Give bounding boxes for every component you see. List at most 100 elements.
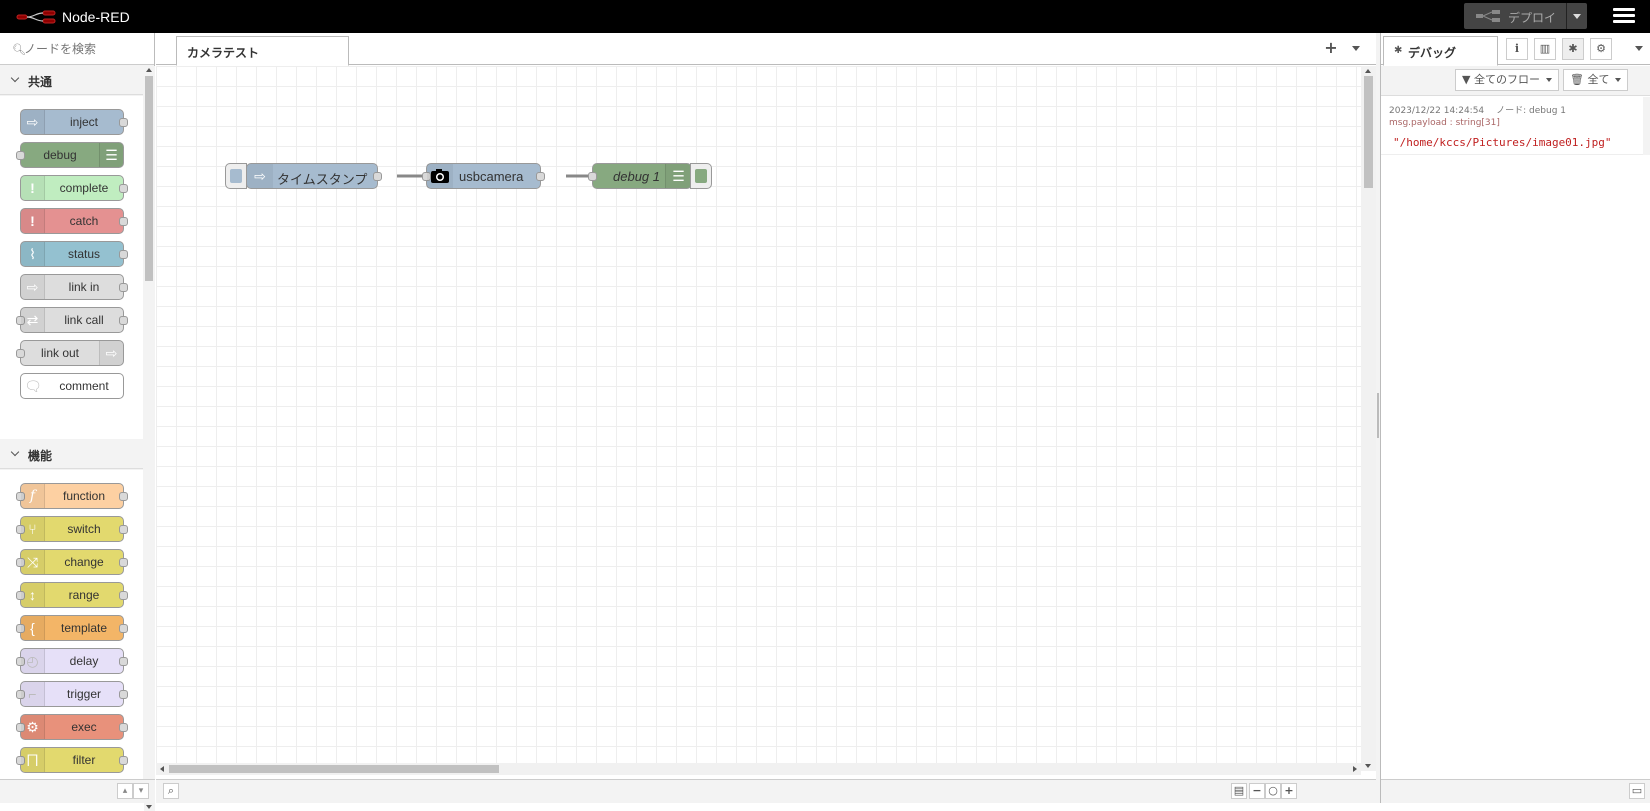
deploy-separator <box>1566 3 1567 29</box>
palette-node-link-call[interactable]: ⇄ link call <box>16 307 128 333</box>
expand-all-icon[interactable]: ▾ <box>133 783 149 799</box>
scroll-down-icon[interactable] <box>1365 764 1371 768</box>
scroll-left-icon[interactable] <box>160 766 164 772</box>
tab-flow[interactable]: カメラテスト <box>176 36 349 66</box>
clear-messages-button[interactable]: 🗑︎ 全て <box>1563 69 1629 91</box>
palette-node-exec[interactable]: ⚙ exec <box>16 714 128 740</box>
palette-node-link-in[interactable]: ⇨ link in <box>20 274 128 300</box>
palette-node-link-out[interactable]: link out ⇨ <box>16 340 124 366</box>
output-port[interactable] <box>373 172 382 181</box>
header-bar: Node-RED デプロイ <box>0 0 1650 33</box>
palette-node-delay[interactable]: ◴ delay <box>16 648 128 674</box>
palette-search-input[interactable] <box>24 39 144 59</box>
filter-icon: ▼ <box>1462 73 1471 86</box>
function-icon: f <box>21 484 45 508</box>
trash-icon: 🗑︎ <box>1570 73 1584 86</box>
sidebar-tabs: ✱ デバッグ i ▥ ✱ ⚙ <box>1381 33 1650 66</box>
filter-flows-button[interactable]: ▼ 全てのフロー <box>1455 69 1559 91</box>
workspace-footer: ⌕ ▤ − ○ + <box>156 779 1376 803</box>
palette-node-catch[interactable]: ! catch <box>20 208 128 234</box>
scroll-right-icon[interactable] <box>1353 766 1357 772</box>
resize-grip[interactable] <box>1377 393 1379 438</box>
debug-toggle-button[interactable] <box>690 163 712 189</box>
palette-node-status[interactable]: ⌇ status <box>20 241 128 267</box>
palette-search: 🔍︎ <box>0 33 154 65</box>
palette-node-comment[interactable]: 🗨︎ comment <box>20 373 124 399</box>
flow-node-usbcamera[interactable]: usbcamera <box>422 163 545 189</box>
search-icon[interactable]: ⌕ <box>163 783 179 799</box>
palette-node-template[interactable]: { template <box>16 615 128 641</box>
workspace-horizontal-scrollbar[interactable] <box>156 763 1361 775</box>
tab-debug[interactable]: ✱ デバッグ <box>1383 36 1498 66</box>
palette-node-change[interactable]: ⤨ change <box>16 549 128 575</box>
tab-list-caret-icon[interactable] <box>1352 46 1360 51</box>
output-port[interactable] <box>536 172 545 181</box>
scroll-thumb[interactable] <box>1364 76 1373 188</box>
scroll-down-icon[interactable] <box>146 805 152 809</box>
palette-node-inject[interactable]: ⇨ inject <box>20 109 128 135</box>
scroll-thumb[interactable] <box>145 76 153 281</box>
input-port[interactable] <box>588 172 597 181</box>
category-header-function[interactable]: 機能 <box>0 440 143 469</box>
palette-node-complete[interactable]: ! complete <box>20 175 128 201</box>
output-port <box>119 217 128 226</box>
palette-node-range[interactable]: ↕ range <box>16 582 128 608</box>
scroll-thumb[interactable] <box>169 765 499 773</box>
palette-node-list: 共通 ⇨ inject debug ☰ ! complete <box>0 66 145 811</box>
camera-icon <box>427 164 453 188</box>
tab-label: カメラテスト <box>187 46 260 60</box>
palette-scrollbar[interactable] <box>144 66 155 811</box>
workspace-tabs: カメラテスト + <box>156 33 1376 66</box>
workspace-vertical-scrollbar[interactable] <box>1361 66 1376 771</box>
debug-list-icon: ☰ <box>99 143 123 167</box>
zoom-reset-icon[interactable]: ○ <box>1265 783 1281 799</box>
zoom-out-icon[interactable]: − <box>1249 783 1265 799</box>
sidebar-separator[interactable] <box>1376 33 1380 803</box>
node-red-logo: Node-RED <box>16 7 130 27</box>
flow-node-timestamp[interactable]: ⇨ タイムスタンプ <box>246 163 382 189</box>
palette-node-switch[interactable]: ⑂ switch <box>16 516 128 542</box>
palette-node-filter[interactable]: ⨅ filter <box>16 747 128 773</box>
category-body-common: ⇨ inject debug ☰ ! complete ! catch <box>0 96 143 439</box>
chevron-down-icon <box>1615 78 1622 82</box>
gear-icon[interactable]: ⚙ <box>1590 38 1612 60</box>
debug-timestamp: 2023/12/22 14:24:54 <box>1389 106 1485 116</box>
deploy-menu-caret-icon[interactable] <box>1573 14 1581 19</box>
scroll-up-icon[interactable] <box>146 68 152 72</box>
input-port[interactable] <box>422 172 431 181</box>
collapse-all-icon[interactable]: ▴ <box>117 783 133 799</box>
range-icon: ↕ <box>21 583 45 607</box>
add-flow-icon[interactable]: + <box>1324 38 1338 57</box>
navigator-map-icon[interactable]: ▤ <box>1231 783 1247 799</box>
palette-node-trigger[interactable]: ⌐ trigger <box>16 681 128 707</box>
debug-message-payload[interactable]: "/home/kccs/Pictures/image01.jpg" <box>1393 136 1612 149</box>
comment-bubble-icon: 🗨︎ <box>24 378 42 394</box>
scroll-up-icon[interactable] <box>1365 69 1371 73</box>
flow-canvas[interactable]: ⇨ タイムスタンプ usbcamera debug 1 ☰ <box>156 66 1361 771</box>
category-header-common[interactable]: 共通 <box>0 66 143 95</box>
input-port <box>16 316 25 325</box>
monitor-icon[interactable]: ▭ <box>1629 783 1645 799</box>
palette-node-debug[interactable]: debug ☰ <box>16 142 124 168</box>
output-port <box>119 316 128 325</box>
workspace: カメラテスト + ⇨ タイムスタンプ <box>156 33 1376 803</box>
output-port <box>119 250 128 259</box>
chevron-down-icon <box>10 73 20 83</box>
chevron-down-icon <box>1545 78 1552 82</box>
inject-trigger-button[interactable] <box>225 163 247 189</box>
debug-message-topic: msg.payload : string[31] <box>1389 118 1500 128</box>
sidebar-menu-caret-icon[interactable] <box>1635 46 1643 51</box>
sidebar-scrollbar[interactable] <box>1643 97 1650 155</box>
info-icon[interactable]: i <box>1506 38 1528 60</box>
main-menu-button[interactable] <box>1613 8 1635 24</box>
deploy-button[interactable]: デプロイ <box>1464 3 1587 29</box>
debug-node-link[interactable]: ノード: debug 1 <box>1496 106 1567 116</box>
output-port <box>119 184 128 193</box>
zoom-in-icon[interactable]: + <box>1281 783 1297 799</box>
bug-icon[interactable]: ✱ <box>1562 38 1584 60</box>
book-icon[interactable]: ▥ <box>1534 38 1556 60</box>
palette-node-function[interactable]: f function <box>16 483 128 509</box>
flow-node-debug-1[interactable]: debug 1 ☰ <box>588 163 692 189</box>
node-red-logo-icon <box>16 10 56 24</box>
input-port <box>16 349 25 358</box>
